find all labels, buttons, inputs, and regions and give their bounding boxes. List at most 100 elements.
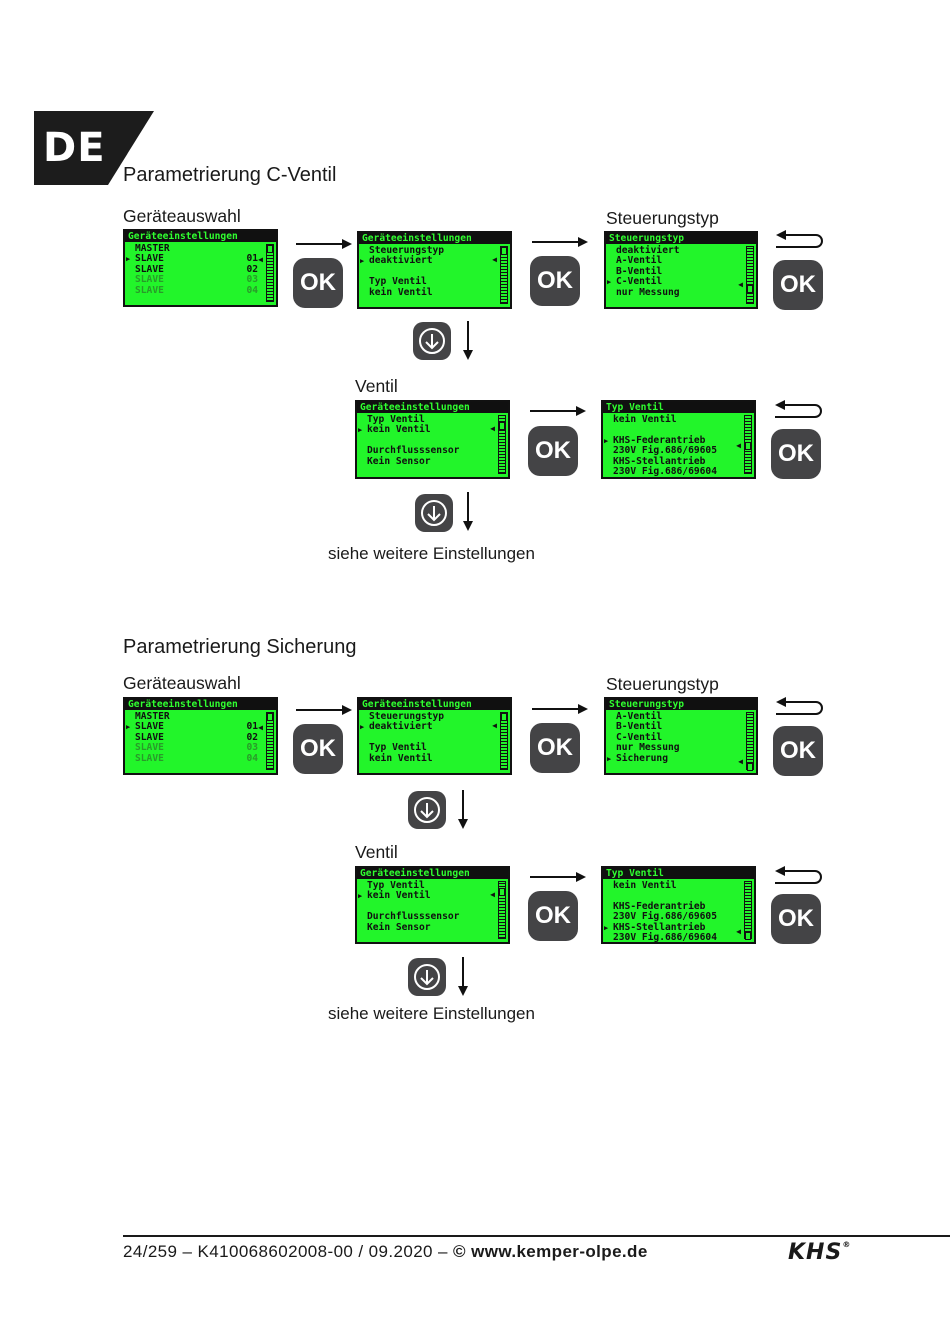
label-device-select: Geräteauswahl <box>123 206 241 226</box>
scrollbar <box>746 712 754 771</box>
down-button[interactable] <box>408 791 446 829</box>
settings-row: deaktiviert <box>360 721 433 733</box>
page-number: 24/259 <box>123 1242 178 1261</box>
control-option: nur Messung <box>616 742 680 754</box>
ok-button[interactable]: OK <box>293 258 343 308</box>
language-code: DE <box>43 125 106 171</box>
label-device-select: Geräteauswahl <box>123 673 241 693</box>
settings-row: Typ Ventil <box>367 414 425 425</box>
return-arrow-icon <box>776 230 823 248</box>
ok-button[interactable]: OK <box>530 256 580 306</box>
lcd-header: Geräteeinstellungen <box>125 231 276 242</box>
arrow-right-icon <box>530 872 586 882</box>
lcd-device-settings: Geräteeinstellungen Steuerungstyp deakti… <box>357 231 512 309</box>
footer-divider <box>123 1235 950 1237</box>
lcd-header: Geräteeinstellungen <box>359 699 510 710</box>
ok-button[interactable]: OK <box>293 724 343 774</box>
settings-row: Steuerungstyp <box>369 245 445 256</box>
cursor-left-icon: ◀ <box>738 280 743 289</box>
settings-row: kein Ventil <box>369 286 433 298</box>
settings-row: Durchflusssensor <box>367 445 460 457</box>
ok-button[interactable]: OK <box>530 723 580 773</box>
website-link[interactable]: www.kemper-olpe.de <box>471 1242 648 1261</box>
arrow-right-icon <box>532 237 588 247</box>
ok-button[interactable]: OK <box>773 260 823 310</box>
lcd-valve-settings: Geräteeinstellungen Typ Ventil kein Vent… <box>355 400 510 479</box>
settings-row: Typ Ventil <box>369 742 427 754</box>
ok-button[interactable]: OK <box>528 891 578 941</box>
arrow-right-icon <box>296 705 352 715</box>
ok-button[interactable]: OK <box>773 726 823 776</box>
device-row: SLAVE <box>135 731 164 743</box>
cursor-left-icon: ◀ <box>258 255 263 264</box>
settings-row: Steuerungstyp <box>369 711 445 722</box>
note-more-settings: siehe weitere Einstellungen <box>328 1004 535 1023</box>
arrow-down-icon <box>414 797 440 823</box>
copyright-mark: © <box>453 1242 466 1261</box>
section-title: Parametrierung C-Ventil <box>123 164 337 186</box>
device-row: MASTER <box>135 243 170 254</box>
control-option: C-Ventil <box>607 276 662 288</box>
down-button[interactable] <box>408 958 446 996</box>
lcd-header: Geräteeinstellungen <box>357 402 508 413</box>
cursor-left-icon: ◀ <box>738 757 743 766</box>
settings-row: kein Ventil <box>369 752 433 764</box>
section-title: Parametrierung Sicherung <box>123 636 357 658</box>
lcd-header: Steuerungstyp <box>606 699 756 710</box>
settings-row: kein Ventil <box>358 890 431 902</box>
valve-option: 230V Fig.686/69605 <box>613 445 717 457</box>
arrow-right-icon <box>530 406 586 416</box>
note-more-settings: siehe weitere Einstellungen <box>328 544 535 563</box>
valve-option: 230V Fig.686/69604 <box>613 931 717 943</box>
lcd-header: Geräteeinstellungen <box>359 233 510 244</box>
device-row: SLAVE <box>135 742 164 754</box>
down-button[interactable] <box>415 494 453 532</box>
scrollbar <box>500 712 508 770</box>
cursor-left-icon: ◀ <box>492 255 497 264</box>
settings-row: kein Ventil <box>358 424 431 436</box>
arrow-down-icon <box>419 328 445 354</box>
control-option: Sicherung <box>607 753 668 765</box>
ok-button[interactable]: OK <box>771 429 821 479</box>
control-option: B-Ventil <box>616 721 663 733</box>
lcd-valve-type: Typ Ventil kein Ventil KHS-Federantrieb … <box>601 400 756 479</box>
valve-option: kein Ventil <box>613 880 677 891</box>
settings-row: Typ Ventil <box>369 276 427 288</box>
cursor-left-icon: ◀ <box>490 424 495 433</box>
arrow-down-icon <box>458 790 468 829</box>
arrow-down-icon <box>463 321 473 360</box>
valve-option: kein Ventil <box>613 414 677 425</box>
control-option: C-Ventil <box>616 731 663 743</box>
scrollbar <box>498 881 506 939</box>
valve-option: 230V Fig.686/69604 <box>613 465 717 477</box>
cursor-left-icon: ◀ <box>736 927 741 936</box>
arrow-right-icon <box>532 704 588 714</box>
settings-row: deaktiviert <box>360 255 433 267</box>
cursor-left-icon: ◀ <box>736 441 741 450</box>
device-row: SLAVE <box>135 274 164 286</box>
lcd-header: Steuerungstyp <box>606 233 756 244</box>
arrow-right-icon <box>296 239 352 249</box>
lcd-header: Geräteeinstellungen <box>125 699 276 710</box>
language-tag: DE <box>34 111 154 185</box>
label-control-type: Steuerungstyp <box>606 208 719 228</box>
ok-button[interactable]: OK <box>528 426 578 476</box>
down-button[interactable] <box>413 322 451 360</box>
scrollbar <box>266 712 274 770</box>
return-arrow-icon <box>775 866 822 884</box>
control-option: deaktiviert <box>616 245 680 256</box>
lcd-header: Typ Ventil <box>603 868 754 879</box>
scrollbar <box>744 881 752 940</box>
device-row: SLAVE <box>126 253 164 265</box>
cursor-left-icon: ◀ <box>490 890 495 899</box>
cursor-left-icon: ◀ <box>258 723 263 732</box>
ok-button[interactable]: OK <box>771 894 821 944</box>
device-row: SLAVE <box>135 284 164 296</box>
device-row: MASTER <box>135 711 170 722</box>
lcd-header: Geräteeinstellungen <box>357 868 508 879</box>
lcd-control-type: Steuerungstyp A-Ventil B-Ventil C-Ventil… <box>604 697 758 775</box>
control-option: B-Ventil <box>616 265 663 277</box>
device-row: SLAVE <box>135 752 164 764</box>
return-arrow-icon <box>775 400 822 418</box>
